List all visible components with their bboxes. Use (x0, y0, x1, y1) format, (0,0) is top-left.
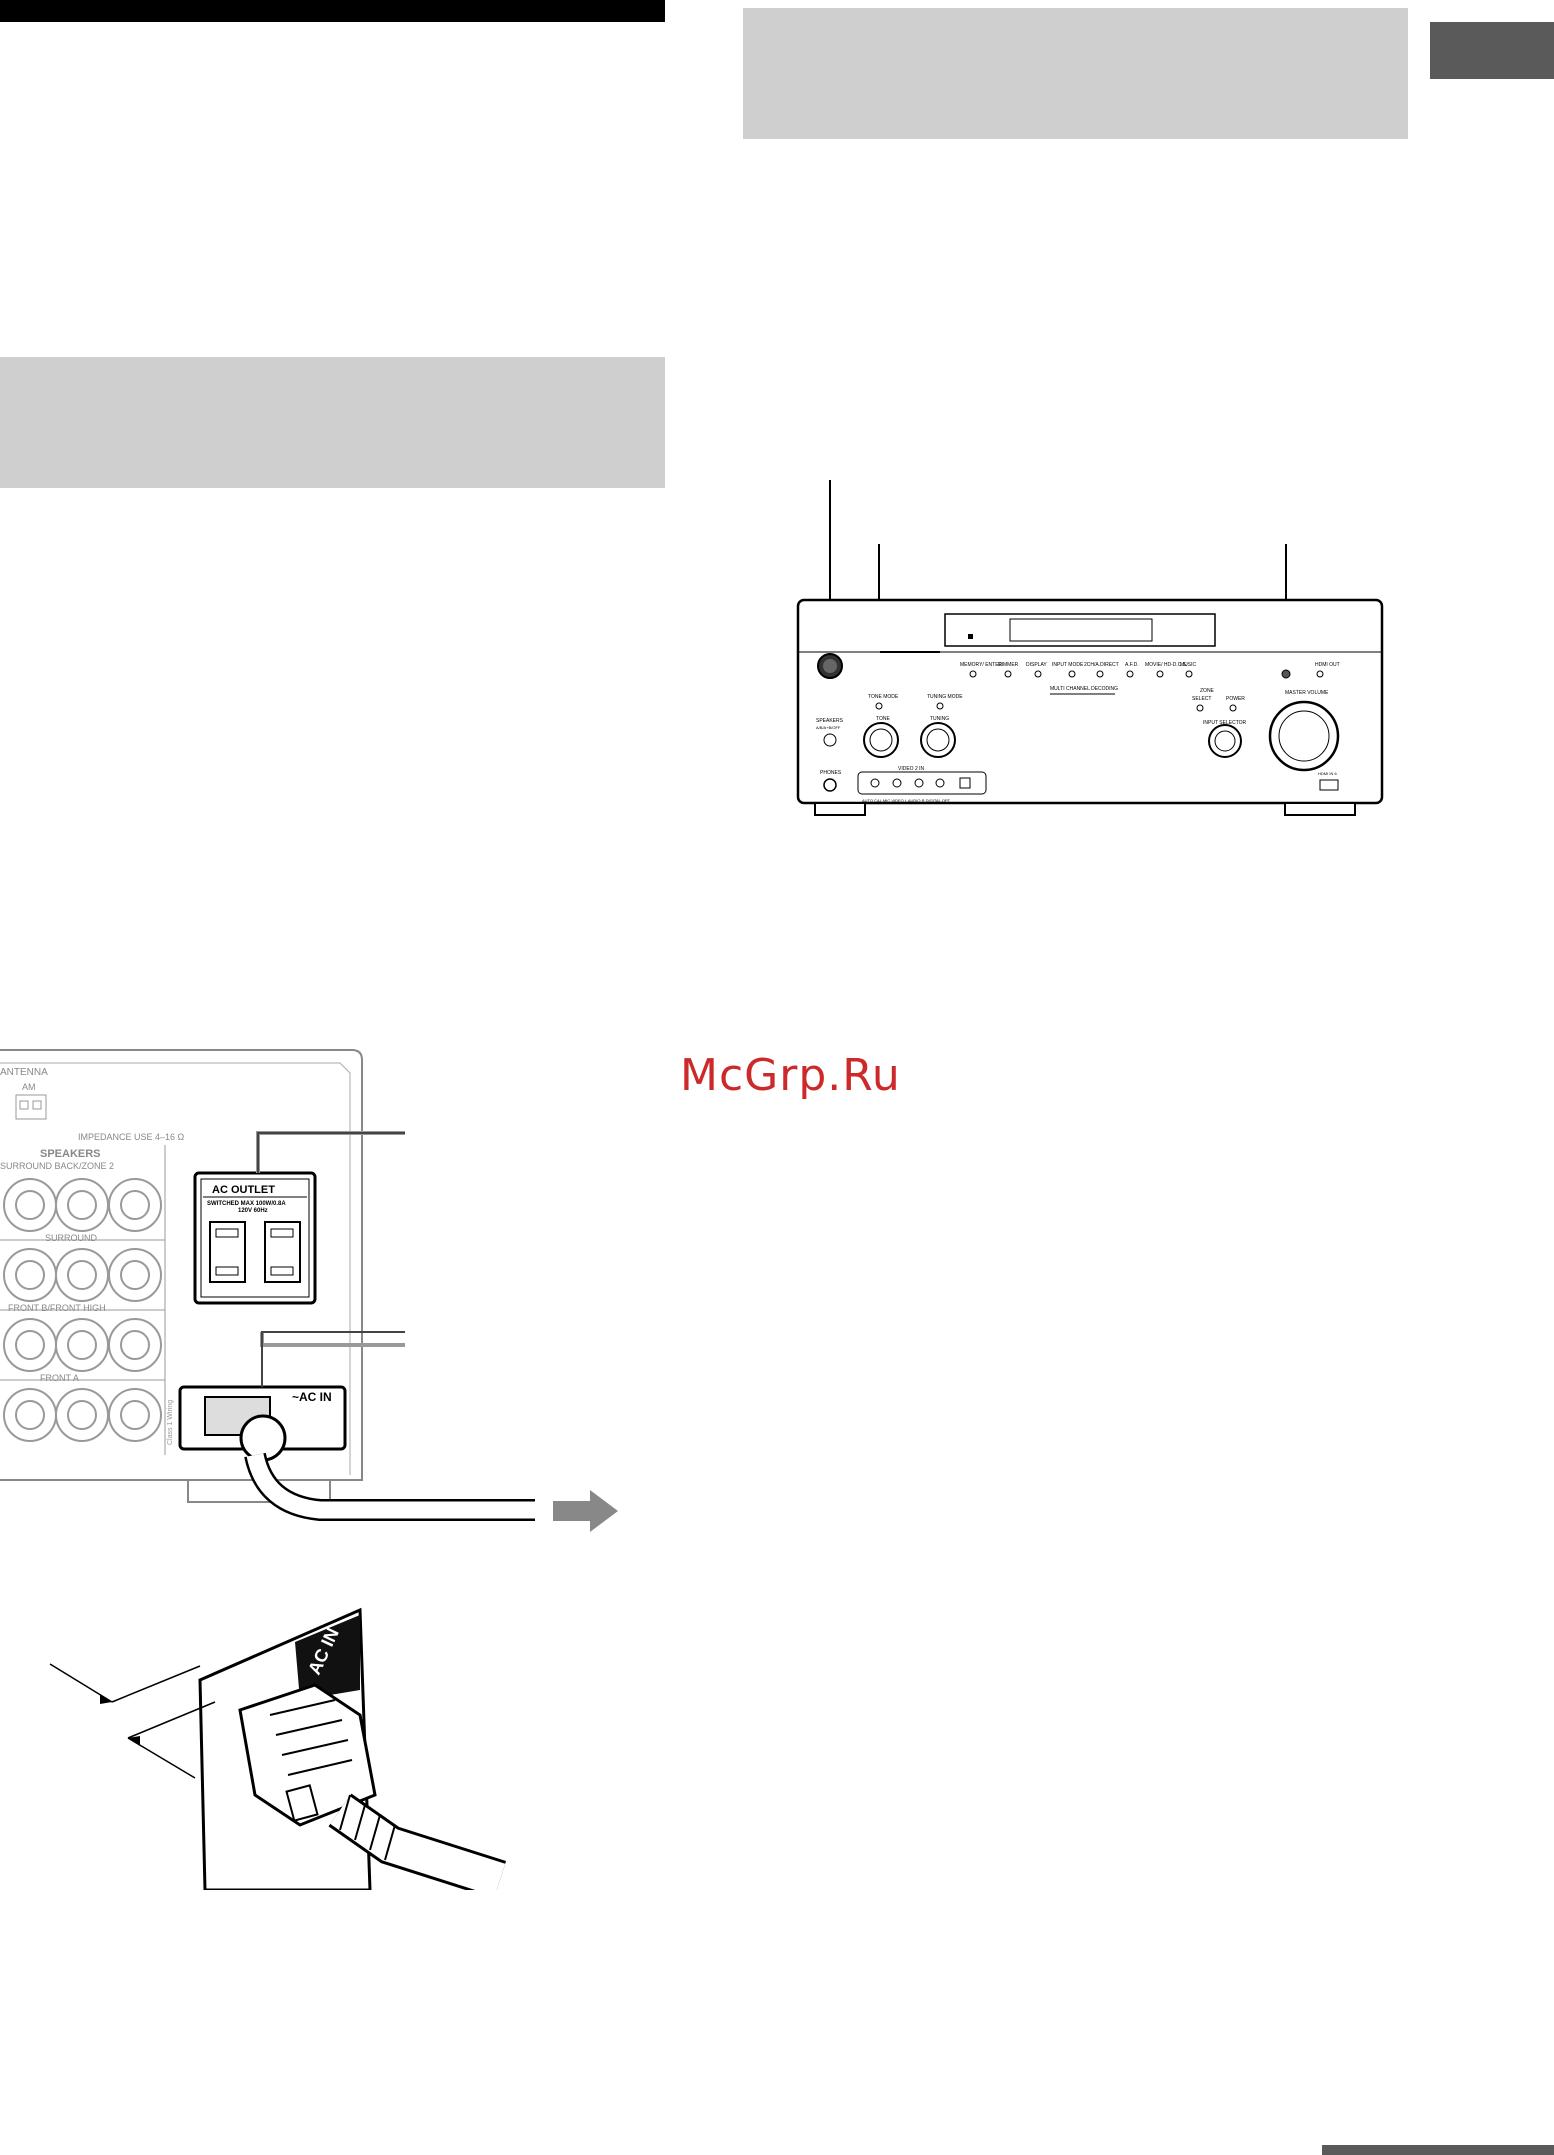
direction-arrow (553, 1490, 618, 1532)
button-label-afd: A.F.D. (1125, 662, 1139, 668)
button-label-movie: MOVIE/ HD-D.C.S. (1145, 662, 1188, 668)
jack-labels: AUTO CAL MIC VIDEO L AUDIO R DIGITAL OPT (862, 798, 951, 803)
impedance-label: IMPEDANCE USE 4–16 Ω (78, 1132, 185, 1142)
surround-back-label: SURROUND BACK/ZONE 2 (0, 1161, 114, 1171)
chapter-tab (1430, 22, 1554, 79)
speakers-button (823, 733, 837, 747)
speaker-terminals (3, 1178, 162, 1442)
plug-latch (285, 1784, 319, 1822)
hdmi-in-label: HDMI IN 6 (1318, 771, 1337, 776)
phones-jack (823, 778, 837, 792)
button-label-music: MUSIC (1180, 662, 1197, 668)
zone-label: ZONE (1200, 688, 1215, 694)
speakers-rear-label: SPEAKERS (40, 1148, 101, 1160)
am-label: AM (22, 1082, 36, 1092)
ac-in-label: ~AC IN (292, 1390, 332, 1404)
ac-outlet-spec2: 120V 60Hz (238, 1208, 268, 1214)
receiver-foot-right (1284, 802, 1356, 816)
hdmi-out-label: HDMI OUT (1315, 662, 1340, 668)
phones-label: PHONES (820, 770, 842, 776)
multi-channel-label: MULTI CHANNEL DECODING (1050, 686, 1118, 692)
receiver-rear-panel-illustration: ANTENNA AM IMPEDANCE USE 4–16 Ω SPEAKERS… (0, 1049, 618, 1532)
front-button-row (969, 670, 1193, 678)
tone-mode-label: TONE MODE (868, 694, 899, 700)
button-label-2ch: 2CH/A.DIRECT (1084, 662, 1119, 668)
continued-tab (1322, 2145, 1554, 2155)
hdmi-out-select-button (1281, 669, 1291, 679)
rear-chassis-outline (0, 1049, 363, 1481)
tuning-label: TUNING (930, 716, 949, 722)
antenna-label: ANTENNA (0, 1067, 48, 1078)
button-label-display: DISPLAY (1026, 662, 1047, 668)
front-a-label: FRONT A (40, 1373, 79, 1383)
button-label-memory: MEMORY/ ENTER (960, 662, 1003, 668)
master-volume-label: MASTER VOLUME (1285, 690, 1329, 696)
hdmi-in-port (1319, 779, 1339, 791)
ac-outlet-label: AC OUTLET (212, 1184, 275, 1196)
speakers-label: SPEAKERS (816, 718, 844, 724)
tone-label: TONE (876, 716, 890, 722)
power-label: POWER (1226, 696, 1245, 702)
ac-plug-detail-illustration: AC IN (49, 1607, 507, 1890)
section-heading-band-right (743, 8, 1408, 139)
speakers-sub-label: A/B/A+B/OFF (816, 725, 841, 730)
video-in-label: VIDEO 2 IN (898, 766, 925, 772)
header-black-bar (0, 0, 665, 22)
button-label-input-mode: INPUT MODE (1052, 662, 1084, 668)
surround-label: SURROUND (45, 1233, 98, 1243)
tone-mode-button (875, 702, 883, 710)
class-wiring-label: Class 1 Wiring (167, 1400, 174, 1445)
receiver-foot-left (814, 802, 866, 816)
section-heading-band-left (0, 357, 665, 488)
receiver-front-panel-illustration: MEMORY/ ENTER DIMMER DISPLAY INPUT MODE … (796, 480, 1384, 816)
button-label-dimmer: DIMMER (998, 662, 1019, 668)
watermark: McGrp.Ru (680, 1050, 901, 1101)
input-selector-label: INPUT SELECTOR (1203, 720, 1247, 726)
front-b-label: FRONT B/FRONT HIGH (8, 1303, 106, 1313)
tuning-mode-label: TUNING MODE (927, 694, 963, 700)
select-label: SELECT (1192, 696, 1211, 702)
ac-outlet-spec: SWITCHED MAX 100W/0.8A (207, 1201, 286, 1207)
